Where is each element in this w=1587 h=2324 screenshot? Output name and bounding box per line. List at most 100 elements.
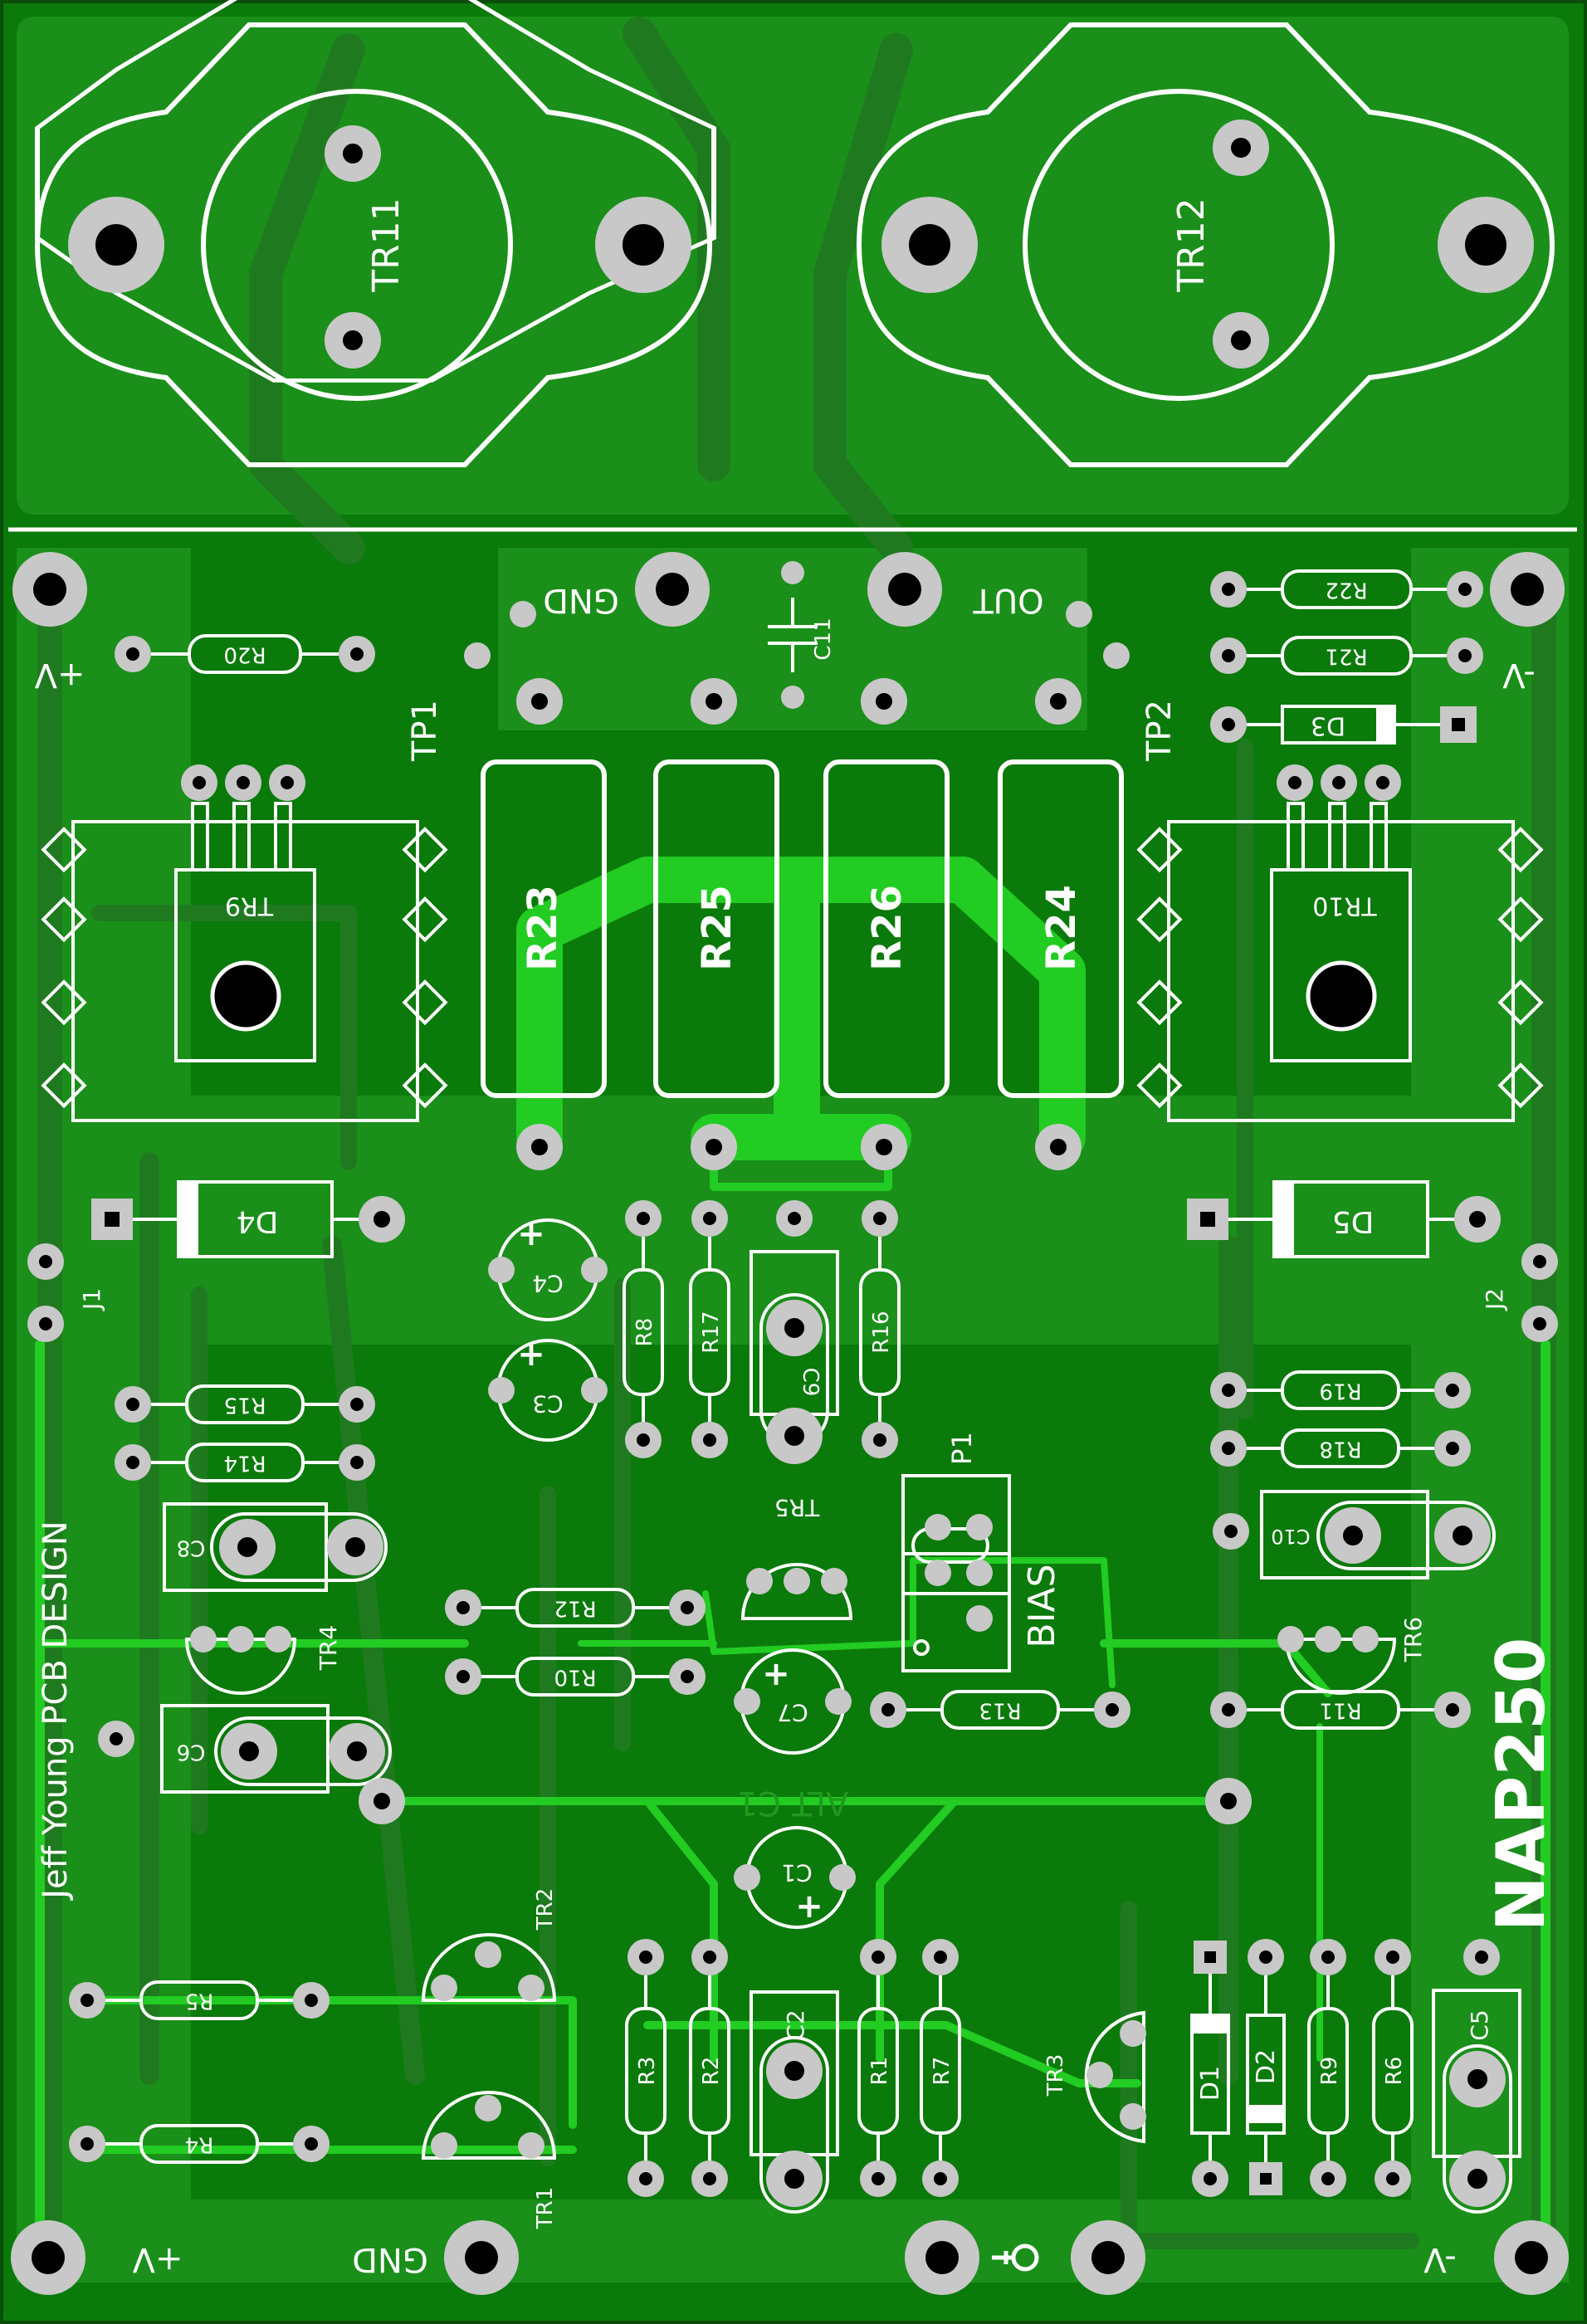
tr9-label: TR9 [225, 891, 274, 920]
r18-label: R18 [1319, 1437, 1361, 1462]
tr11-label: TR11 [365, 198, 408, 292]
d2-footprint: D2 [1246, 1939, 1286, 2195]
out-label: OUT [973, 581, 1044, 619]
c7-footprint: + C7 [734, 1648, 852, 1755]
r1-footprint: R1 [857, 1939, 899, 2197]
c9-footprint: C9 [750, 1200, 839, 1464]
r8-footprint: R8 [623, 1200, 664, 1458]
c8-label: C8 [177, 1536, 206, 1560]
r26-footprint: R26 [823, 759, 950, 1170]
c5-label: C5 [1466, 2009, 1493, 2040]
r15-footprint: R15 [115, 1384, 375, 1424]
r19-footprint: R19 [1210, 1370, 1471, 1410]
r23-footprint: R23 [481, 759, 607, 1170]
tr6-footprint: TR6 [1277, 1617, 1427, 1695]
j1-footprint: J1 [27, 1243, 105, 1342]
tr5-label: TR5 [774, 1494, 820, 1521]
tr5-footprint: TR5 [740, 1494, 853, 1620]
tr1-footprint: TR1 [421, 2091, 558, 2229]
d2-label: D2 [1252, 2049, 1281, 2084]
r14-footprint: R14 [115, 1443, 375, 1482]
r26-label: R26 [864, 885, 911, 971]
r23-label: R23 [520, 885, 566, 971]
tp2-label: TP2 [1140, 700, 1179, 762]
r11-label: R11 [1319, 1698, 1361, 1723]
c8-footprint: C8 [163, 1502, 388, 1592]
r5-label: R5 [185, 1989, 214, 2014]
r10-label: R10 [554, 1665, 596, 1690]
tr12-footprint: TR12 [856, 22, 1555, 467]
c3-plus: + [517, 1335, 545, 1374]
r17-label: R17 [699, 1311, 724, 1353]
bottom-connectors: +V GND -V [11, 2220, 1569, 2295]
j1-label: J1 [78, 1288, 105, 1311]
r11-footprint: R11 [1210, 1690, 1471, 1730]
c4-plus: + [517, 1215, 545, 1253]
d5-label: D5 [1332, 1204, 1375, 1238]
p1-label: P1 [946, 1432, 978, 1465]
d1-label: D1 [1196, 2066, 1225, 2101]
r7-label: R7 [930, 2057, 955, 2086]
tr2-footprint: TR2 [421, 1888, 558, 2002]
c7-plus: + [762, 1655, 790, 1693]
alt-c1-label: ALT C1 [737, 1784, 849, 1822]
r12-footprint: R12 [445, 1588, 706, 1628]
tp1-label: TP1 [406, 700, 444, 762]
board-credit: Jeff Young PCB DESIGN [37, 1521, 75, 1901]
tr12-label: TR12 [1170, 198, 1213, 292]
tr10-footprint: TR10 [1136, 764, 1544, 1122]
j2-footprint: J2 [1481, 1243, 1558, 1342]
d3-label: D3 [1311, 711, 1345, 740]
r24-label: R24 [1038, 885, 1085, 971]
tr2-label: TR2 [533, 1888, 558, 1931]
r13-label: R13 [979, 1698, 1021, 1723]
tr6-label: TR6 [1399, 1617, 1427, 1662]
r7-footprint: R7 [920, 1939, 961, 2197]
tr3-footprint: TR3 [1043, 2010, 1146, 2144]
r25-label: R25 [694, 885, 740, 971]
c4-footprint: + C4 [488, 1215, 608, 1321]
r17-footprint: R17 [689, 1200, 730, 1458]
r12-label: R12 [554, 1596, 596, 1621]
r21-label: R21 [1325, 644, 1367, 669]
r2-footprint: R2 [689, 1939, 730, 2197]
r20-footprint: R20 [115, 634, 375, 674]
r13-footprint: R13 [870, 1690, 1130, 1730]
c10-footprint: C10 [1213, 1490, 1496, 1579]
d3-footprint: D3 [1210, 705, 1477, 745]
r25-footprint: R25 [653, 759, 779, 1170]
tp-pads: TP1 TP2 [406, 601, 1179, 762]
c2-label: C2 [782, 2009, 809, 2040]
r5-footprint: R5 [69, 1980, 330, 2020]
vminus-bottom-label: -V [1423, 2240, 1457, 2278]
r1-label: R1 [867, 2057, 892, 2086]
r2-label: R2 [699, 2057, 724, 2086]
c6-footprint: C6 [98, 1704, 392, 1794]
tr11-footprint: TR11 [34, 0, 716, 467]
r4-label: R4 [185, 2132, 214, 2157]
c6-label: C6 [177, 1740, 206, 1765]
input-signal-icon [992, 2243, 1039, 2272]
r22-label: R22 [1325, 578, 1367, 603]
c9-label: C9 [798, 1368, 823, 1397]
gnd-bottom-label: GND [352, 2240, 428, 2278]
c7-label: C7 [777, 1699, 808, 1726]
vplus-top-label: +V [34, 656, 85, 694]
vplus-bottom-label: +V [132, 2240, 183, 2278]
r10-footprint: R10 [445, 1657, 706, 1697]
j2-label: J2 [1481, 1288, 1508, 1311]
r4-footprint: R4 [69, 2124, 330, 2164]
c10-label: C10 [1271, 1525, 1310, 1548]
c5-footprint: C5 [1432, 1939, 1521, 2214]
bias-label: BIAS [1021, 1564, 1063, 1648]
c1-label: C1 [781, 1859, 812, 1887]
r3-label: R3 [635, 2057, 660, 2086]
c1-plus: + [795, 1887, 823, 1926]
tr4-footprint: TR4 [184, 1625, 342, 1695]
c3-footprint: + C3 [488, 1335, 608, 1442]
c4-label: C4 [532, 1270, 563, 1297]
d1-footprint: D1 [1190, 1941, 1230, 2197]
p1-footprint: P1 BIAS [901, 1432, 1063, 1672]
r18-footprint: R18 [1210, 1428, 1471, 1468]
